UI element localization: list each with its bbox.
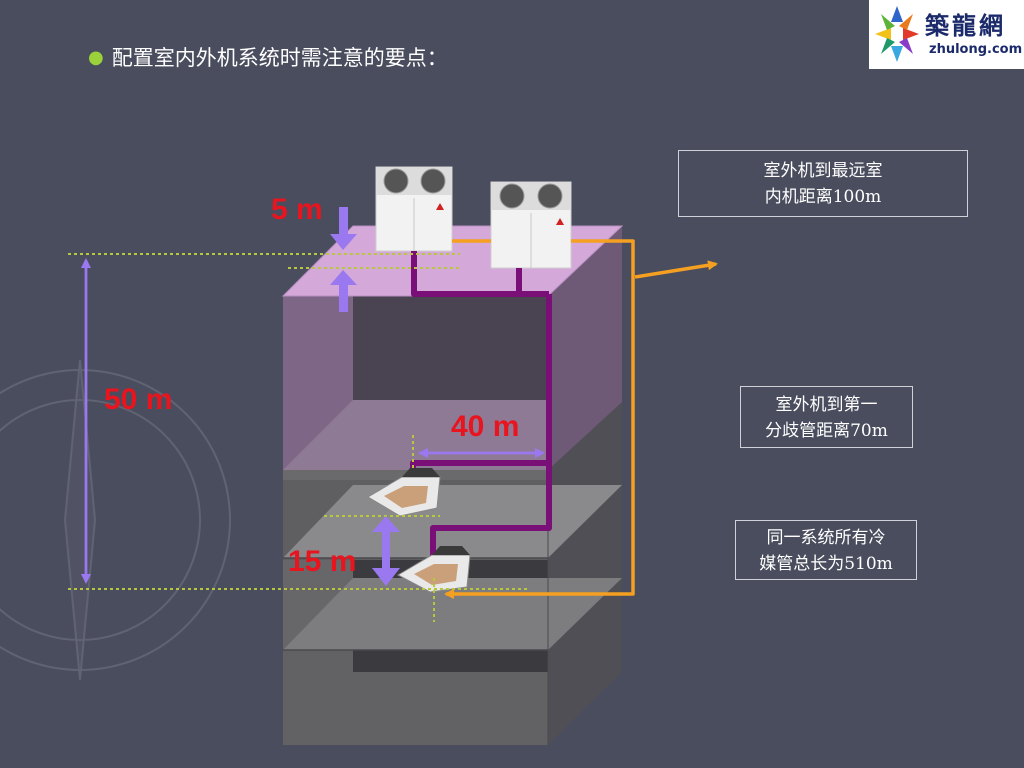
dimension-15m-label: 15 m bbox=[288, 545, 357, 578]
outdoor-unit-left bbox=[375, 166, 453, 252]
zhulong-logo: 築龍網 zhulong.com bbox=[869, 0, 1024, 69]
note-first-branch: 室外机到第一 分歧管距离70m bbox=[740, 386, 913, 448]
dimension-50m-label: 50 m bbox=[104, 383, 173, 416]
note-first-branch-line-1: 室外机到第一 bbox=[775, 395, 878, 415]
note-total-length-line-1: 同一系统所有冷 bbox=[766, 528, 886, 548]
building bbox=[281, 225, 624, 745]
note-max-distance-line-2: 内机距离100m bbox=[764, 187, 882, 207]
logo-name: 築龍網 bbox=[925, 11, 1006, 40]
compass-watermark-icon bbox=[0, 359, 231, 681]
outdoor-unit-right bbox=[490, 181, 572, 269]
route-arrows bbox=[444, 239, 718, 599]
note-total-length-line-2: 媒管总长为510m bbox=[759, 554, 893, 574]
bullet-icon: ● bbox=[88, 46, 104, 68]
dimension-lines bbox=[81, 258, 545, 584]
note-max-distance-line-1: 室外机到最远室 bbox=[763, 161, 883, 181]
heading-line: ● 配置室内外机系统时需注意的要点： bbox=[88, 42, 448, 72]
logo-flower-icon bbox=[875, 6, 919, 62]
logo-url: zhulong.com bbox=[929, 42, 1023, 57]
dimension-40m-label: 40 m bbox=[451, 410, 520, 443]
note-total-length: 同一系统所有冷 媒管总长为510m bbox=[735, 520, 917, 580]
heading-text: 配置室内外机系统时需注意的要点： bbox=[111, 46, 448, 70]
dimension-arrows bbox=[330, 207, 400, 586]
note-max-distance: 室外机到最远室 内机距离100m bbox=[678, 150, 968, 217]
note-first-branch-line-2: 分歧管距离70m bbox=[765, 421, 888, 441]
dimension-5m-label: 5 m bbox=[271, 193, 323, 226]
indoor-unit-upper bbox=[367, 468, 441, 517]
